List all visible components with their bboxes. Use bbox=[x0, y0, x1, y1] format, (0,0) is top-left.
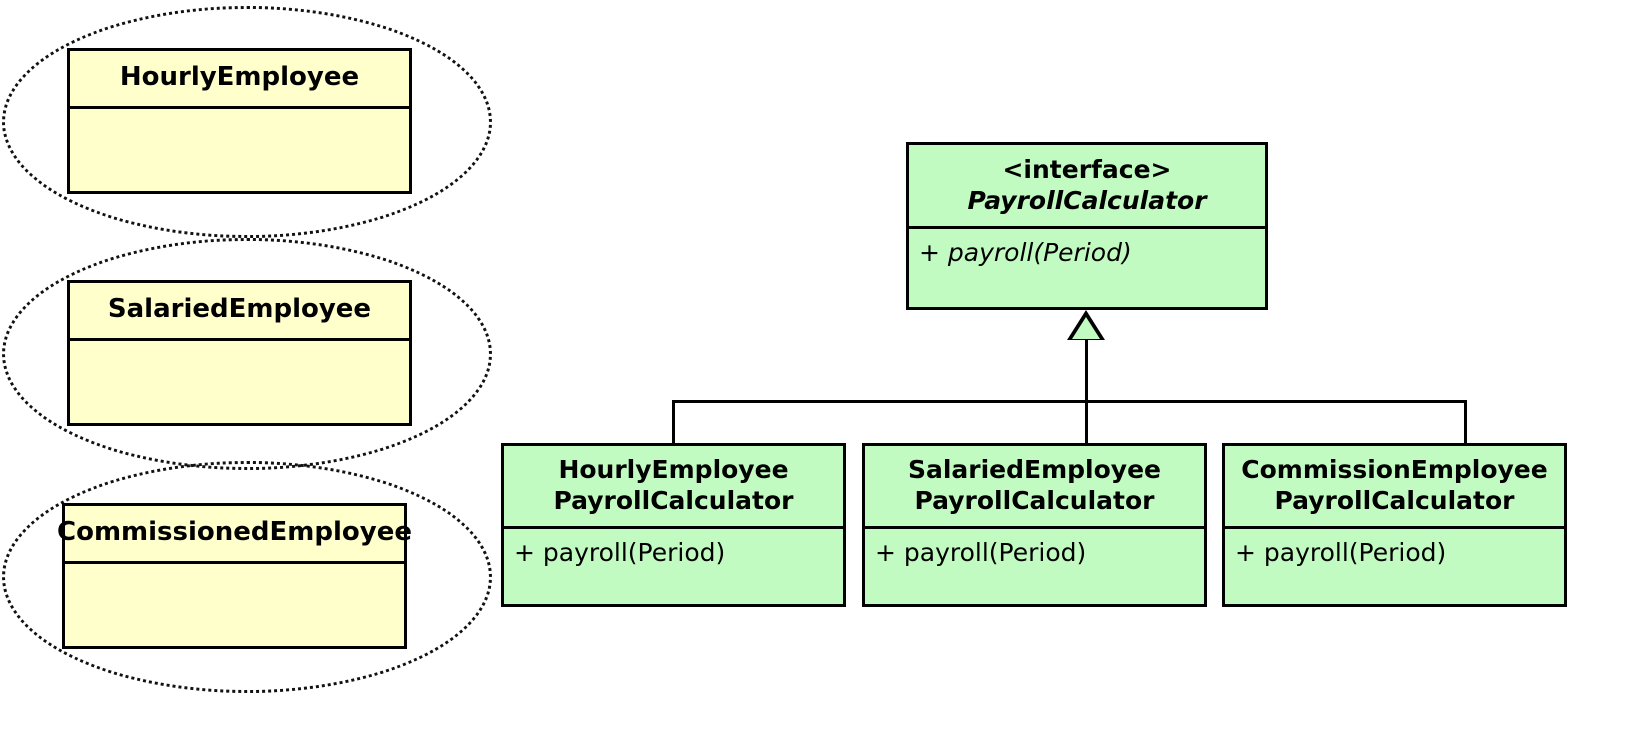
class-box-commissioned-employee[interactable]: CommissionedEmployee bbox=[57, 503, 412, 649]
class-name-label: SalariedEmployee bbox=[107, 294, 372, 325]
class-members-commissioned-employee bbox=[65, 564, 404, 646]
impl-name-line2: PayrollCalculator bbox=[553, 485, 794, 515]
impl-name-line1: SalariedEmployee bbox=[907, 455, 1162, 485]
impl-operation-payroll: + payroll(Period) bbox=[1235, 537, 1447, 567]
triangle-fill bbox=[1072, 317, 1100, 339]
impl-name-line2: PayrollCalculator bbox=[1274, 485, 1515, 515]
interface-operations: + payroll(Period) bbox=[909, 229, 1265, 307]
impl-operation-payroll: + payroll(Period) bbox=[875, 537, 1087, 567]
class-title-hourly-employee: HourlyEmployee bbox=[70, 51, 409, 109]
class-name-label: HourlyEmployee bbox=[119, 62, 360, 93]
impl-name-line1: HourlyEmployee bbox=[558, 455, 789, 485]
impl-name-line2: PayrollCalculator bbox=[914, 485, 1155, 515]
class-members-hourly-employee bbox=[70, 109, 409, 191]
generalization-stem-line bbox=[1085, 340, 1088, 403]
generalization-drop-line-hourly bbox=[672, 400, 675, 445]
class-box-salaried-employee-payroll-calculator[interactable]: SalariedEmployee PayrollCalculator + pay… bbox=[862, 443, 1207, 607]
class-box-hourly-employee[interactable]: HourlyEmployee bbox=[67, 48, 412, 194]
interface-title: <interface> PayrollCalculator bbox=[909, 145, 1265, 229]
class-title-salaried-employee: SalariedEmployee bbox=[70, 283, 409, 341]
impl-title-commission: CommissionEmployee PayrollCalculator bbox=[1225, 446, 1564, 529]
generalization-drop-line-commission bbox=[1464, 400, 1467, 445]
impl-operations-hourly: + payroll(Period) bbox=[504, 529, 843, 604]
interface-operation-payroll: + payroll(Period) bbox=[919, 238, 1132, 267]
class-title-commissioned-employee: CommissionedEmployee bbox=[57, 506, 412, 564]
class-box-commission-employee-payroll-calculator[interactable]: CommissionEmployee PayrollCalculator + p… bbox=[1222, 443, 1567, 607]
impl-title-hourly: HourlyEmployee PayrollCalculator bbox=[504, 446, 843, 529]
impl-operations-salaried: + payroll(Period) bbox=[865, 529, 1204, 604]
impl-name-line1: CommissionEmployee bbox=[1241, 455, 1548, 485]
generalization-drop-line-salaried bbox=[1085, 400, 1088, 445]
impl-title-salaried: SalariedEmployee PayrollCalculator bbox=[865, 446, 1204, 529]
impl-operation-payroll: + payroll(Period) bbox=[514, 537, 726, 567]
class-name-label: CommissionedEmployee bbox=[57, 517, 412, 548]
dotted-ellipse-commissioned-employee bbox=[2, 461, 492, 693]
impl-operations-commission: + payroll(Period) bbox=[1225, 529, 1564, 604]
class-box-salaried-employee[interactable]: SalariedEmployee bbox=[67, 280, 412, 426]
interface-stereotype-label: <interface> bbox=[1002, 155, 1172, 184]
class-members-salaried-employee bbox=[70, 341, 409, 423]
class-box-hourly-employee-payroll-calculator[interactable]: HourlyEmployee PayrollCalculator + payro… bbox=[501, 443, 846, 607]
interface-name-label: PayrollCalculator bbox=[967, 185, 1207, 215]
interface-box-payrollcalculator[interactable]: <interface> PayrollCalculator + payroll(… bbox=[906, 142, 1268, 310]
generalization-bus-line bbox=[672, 400, 1467, 403]
dotted-ellipse-hourly-employee bbox=[2, 6, 492, 238]
